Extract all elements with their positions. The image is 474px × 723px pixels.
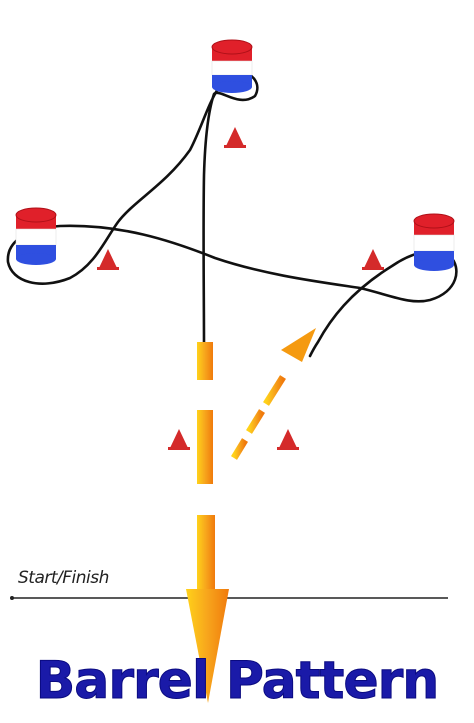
start-finish-label: Start/Finish [18,568,109,588]
cone-icon [224,127,246,148]
page-title: Barrel Pattern [35,651,440,712]
barrel-icon [15,207,57,265]
ride-path [6,70,458,358]
entry-arrow-diagonal [231,328,316,460]
exit-arrow-vertical [186,342,229,703]
barrel-icon [211,39,253,93]
cone-icon [362,249,384,270]
cone-icon [168,429,190,450]
cone-icon [97,249,119,270]
barrel-icon [413,213,455,271]
start-finish-line-end-dot [10,596,14,600]
cone-icon [277,429,299,450]
